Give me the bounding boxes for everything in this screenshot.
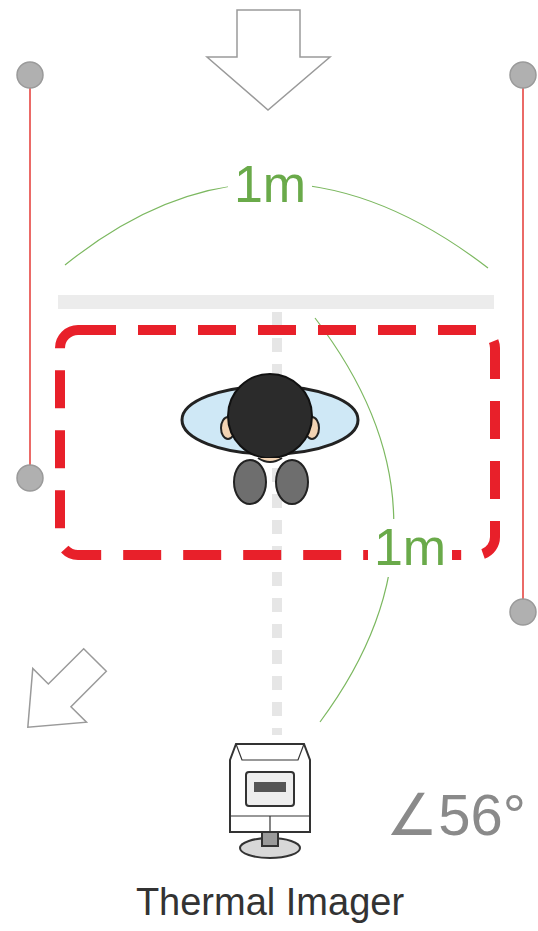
- right-pole-line: [522, 75, 524, 612]
- entry-arrow: [207, 10, 330, 110]
- left-pole-line: [29, 75, 31, 478]
- pole-dot: [17, 465, 43, 491]
- pole-dot: [510, 62, 536, 88]
- exit-arrow: [1, 633, 122, 754]
- width-dimension: 1m: [228, 156, 312, 213]
- thermal-imager-device: [230, 744, 310, 858]
- device-label: Thermal Imager: [130, 882, 410, 924]
- person-figure: [182, 374, 358, 504]
- pole-dot: [510, 599, 536, 625]
- pole-dot: [17, 62, 43, 88]
- stand-line: [58, 295, 494, 309]
- angle-label: ∠56°: [380, 783, 532, 847]
- distance-dimension: 1m: [368, 519, 452, 576]
